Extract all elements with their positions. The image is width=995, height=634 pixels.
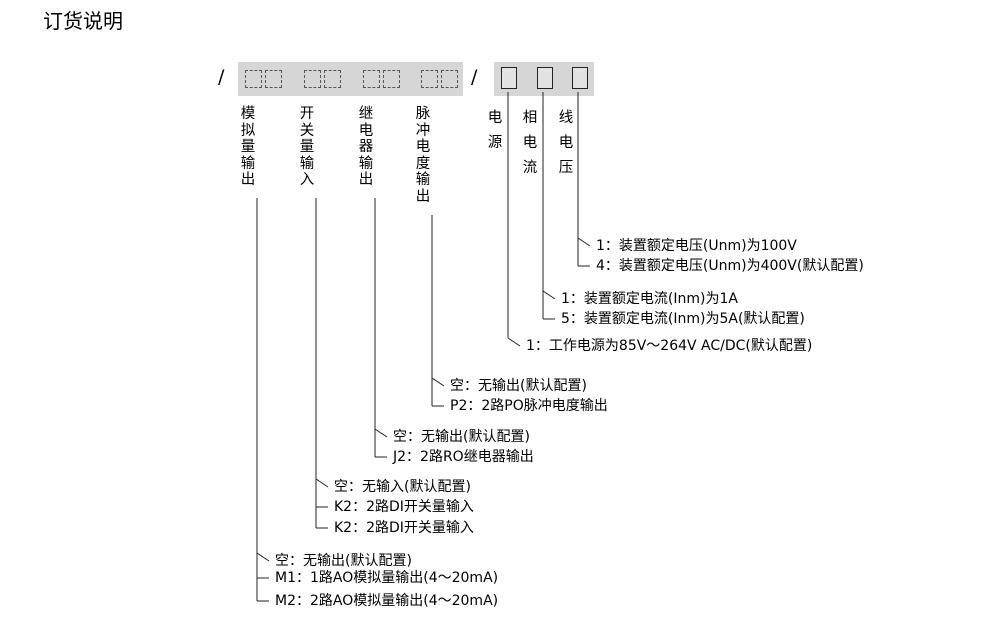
line-di-tick-1	[315, 478, 329, 488]
option-ao-m2: M2：2路AO模拟量输出(4～20mA)	[275, 593, 499, 609]
code-box-voltage	[572, 67, 588, 89]
option-ao-none: 空：无输出(默认配置)	[275, 553, 412, 569]
code-box-ao-1	[245, 70, 262, 88]
code-box-power	[501, 67, 517, 89]
code-box-ao-2	[265, 70, 282, 88]
code-box-ro-1	[363, 70, 380, 88]
option-current-1: 1：装置额定电流(Inm)为1A	[561, 291, 738, 307]
label-ao: 模拟量输出	[240, 106, 256, 188]
label-current: 相电流	[522, 110, 538, 176]
separator-slash: /	[471, 66, 478, 88]
code-band-left	[238, 62, 463, 96]
line-power-tick-1	[507, 337, 521, 347]
code-box-pulse-1	[421, 70, 438, 88]
option-pulse-none: 空：无输出(默认配置)	[450, 378, 587, 394]
line-voltage-tick-1	[577, 237, 591, 247]
option-di-none: 空：无输入(默认配置)	[334, 479, 471, 495]
label-power: 电源	[487, 110, 503, 151]
option-voltage-4: 4：装置额定电压(Unm)为400V(默认配置)	[596, 258, 864, 274]
option-current-5: 5：装置额定电流(Inm)为5A(默认配置)	[561, 311, 805, 327]
code-box-di-2	[324, 70, 341, 88]
label-voltage: 线电压	[558, 110, 574, 176]
option-di-k2-a: K2：2路DI开关量输入	[334, 499, 474, 515]
code-box-pulse-2	[441, 70, 458, 88]
label-ro: 继电器输出	[358, 106, 374, 188]
code-box-ro-2	[383, 70, 400, 88]
option-power-1: 1：工作电源为85V～264V AC/DC(默认配置)	[526, 338, 813, 354]
option-voltage-1: 1：装置额定电压(Unm)为100V	[596, 238, 797, 254]
line-current-tick-1	[542, 290, 556, 300]
line-pulse-tick-1	[431, 377, 445, 387]
option-di-k2-b: K2：2路DI开关量输入	[334, 520, 474, 536]
code-box-di-1	[304, 70, 321, 88]
code-slash: /	[218, 66, 225, 88]
line-ro-tick-1	[374, 428, 388, 438]
line-ao-tick-1	[256, 552, 270, 562]
code-box-current	[537, 67, 553, 89]
label-di: 开关量输入	[299, 106, 315, 188]
page-title: 订货说明	[43, 9, 123, 33]
option-ro-j2: J2：2路RO继电器输出	[393, 449, 534, 465]
option-ro-none: 空：无输出(默认配置)	[393, 429, 530, 445]
option-pulse-p2: P2：2路PO脉冲电度输出	[450, 398, 608, 414]
label-pulse: 脉冲电度输出	[415, 106, 431, 205]
option-ao-m1: M1：1路AO模拟量输出(4～20mA)	[275, 570, 499, 586]
